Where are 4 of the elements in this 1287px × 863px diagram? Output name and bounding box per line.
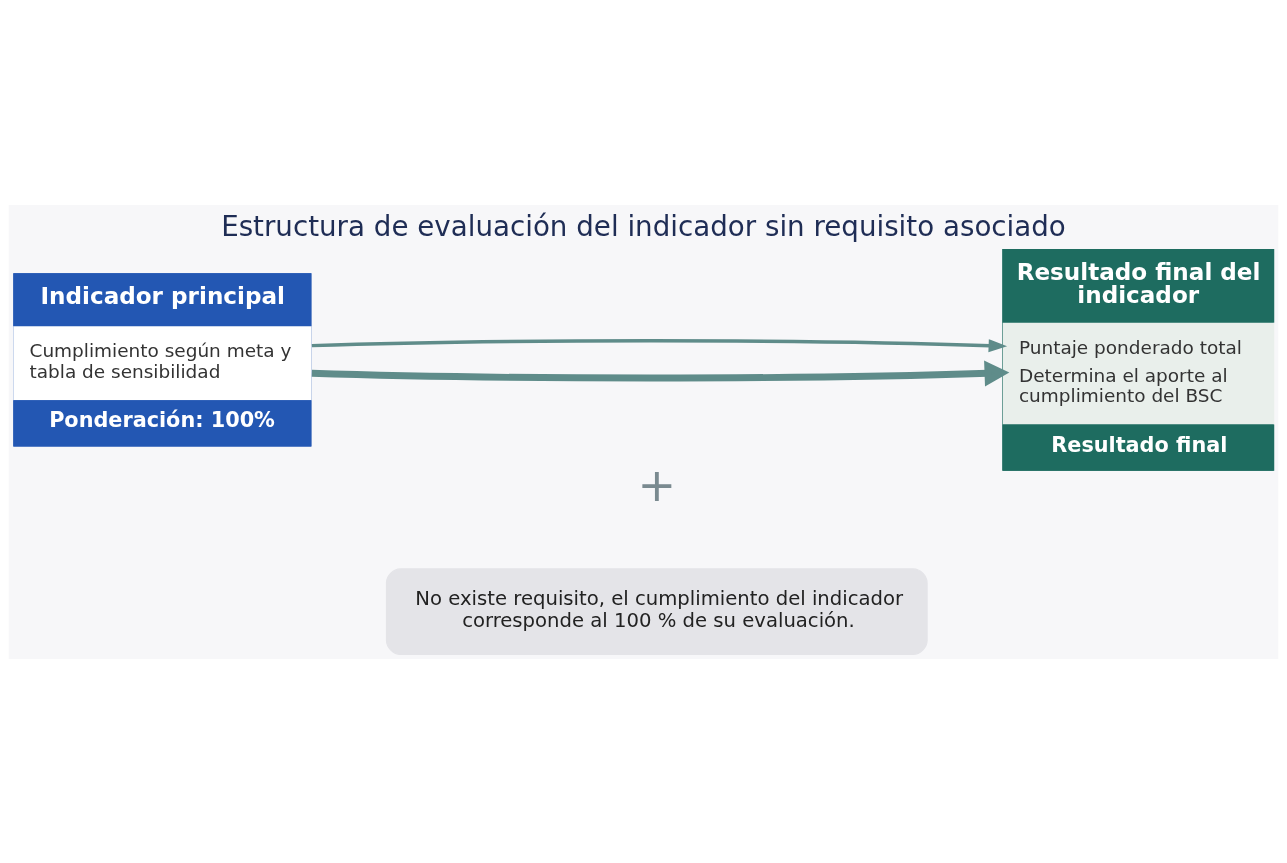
arrow (311, 359, 1010, 386)
arrow (311, 338, 1008, 352)
diagram-title: Estructura de evaluación del indicador sin requisito asociado (221, 209, 1066, 243)
label: + (637, 457, 677, 512)
